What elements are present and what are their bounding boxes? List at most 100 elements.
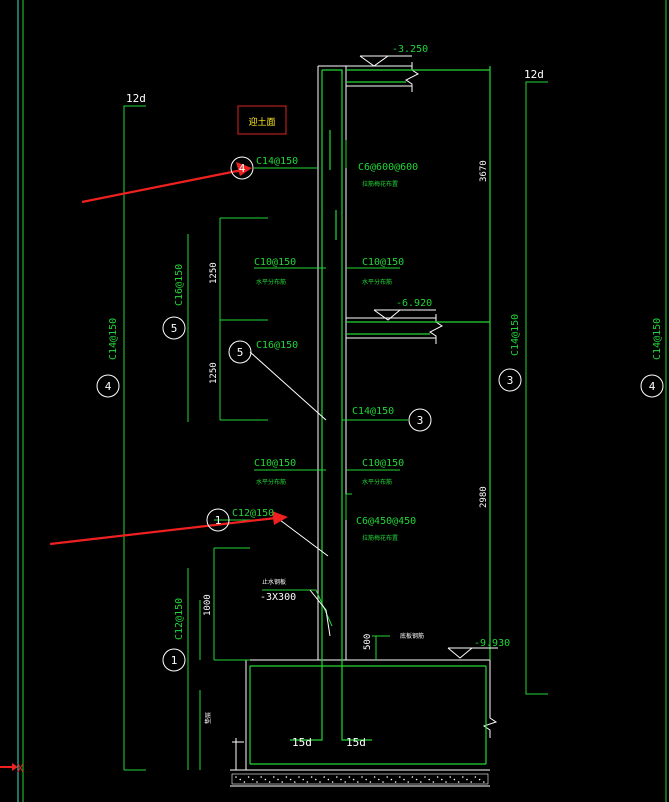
dim-2980: 2980 [479,486,489,508]
gravel-dot [386,776,389,778]
gravel-dot [289,778,292,781]
svg-text:1: 1 [215,514,222,527]
gravel-dot [239,778,241,781]
gravel-dot [382,781,384,783]
wall-rebars [249,66,491,765]
dim-500: 500 [363,634,373,650]
gravel-dot [260,776,263,778]
gravel-dot [411,776,414,778]
red-arrow-bottom [49,511,288,546]
svg-text:1: 1 [171,654,178,667]
gravel-dot [403,778,405,781]
rebar-3-side: C14@150 [510,314,521,356]
svg-text:3: 3 [417,414,424,427]
gravel-dot [277,778,279,781]
cushion-note: 垫层 [204,712,212,724]
elevation-bottom: -9.930 [474,638,510,649]
dist-note-4: 水平分布筋 [362,478,392,486]
steel-plate: -3X300 [260,592,296,603]
elevation-mid: -6.920 [396,298,432,309]
tie-upper-note: 拉筋梅花布置 [362,180,398,188]
svg-text:3: 3 [507,374,514,387]
gravel-dot [340,778,342,781]
concrete-face-label: 迎土面 [248,116,275,128]
gravel-dot [256,781,258,783]
svg-text:5: 5 [237,346,244,359]
gravel-dot [294,781,296,783]
gravel-dot [373,776,376,778]
gravel-dot [420,781,422,783]
gravel-dot [273,776,275,778]
gravel-dot [298,776,300,778]
gravel-dot [361,776,363,778]
bubble-5-mid: 5 [228,340,252,364]
tie-lower-note: 拉筋梅花布置 [362,534,398,542]
axis-x-marker: X [0,762,24,775]
dist-3: C10@150 [254,458,296,469]
gravel-dot [336,776,338,778]
gravel-dot [449,776,452,778]
gravel-dot [306,781,309,783]
gravel-dot [348,776,351,778]
gravel-dot [483,781,485,783]
gravel-dot [478,778,481,781]
anchor-12d-right: 12d [524,68,544,81]
gravel-dot [424,776,426,778]
cushion-dots [235,776,485,783]
rebar-5-mid: C16@150 [256,340,298,351]
svg-text:5: 5 [171,322,178,335]
gravel-dot [457,781,460,783]
break-marks [405,62,498,738]
dist-1: C10@150 [254,257,296,268]
dimension-lines [123,81,548,771]
anchor-15d-left: 15d [292,736,312,749]
dist-note-1: 水平分布筋 [256,278,286,286]
rebar-1-mid: C12@150 [232,508,274,519]
dist-note-3: 水平分布筋 [256,478,286,486]
gravel-dot [285,776,288,778]
bubble-4-top: 4 [230,156,254,180]
bubble-3-mid: 3 [408,408,432,432]
gravel-dot [344,781,347,783]
gravel-dot [436,776,439,778]
rebar-5-side: C16@150 [174,264,185,306]
gravel-dot [462,776,464,778]
gravel-dot [428,778,431,781]
gravel-dot [453,778,456,781]
gravel-dot [315,778,317,781]
tie-lower: C6@450@450 [356,516,416,527]
tie-upper: C6@600@600 [358,162,418,173]
dim-1250-b: 1250 [209,362,219,384]
beam-note: 底板钢筋 [400,632,424,640]
gravel-dot [432,781,435,783]
gravel-dot [365,778,368,781]
rebar-3-mid: C14@150 [352,406,394,417]
gravel-dot [466,778,468,781]
dist-2: C10@150 [362,257,404,268]
svg-text:4: 4 [105,380,112,393]
gravel-dot [394,781,397,783]
bubble-4-right: 4 [640,374,664,398]
anchor-15d-right: 15d [346,736,366,749]
rebar-4-side-left: C14@150 [108,318,119,360]
gravel-dot [264,778,267,781]
axis-x-label: X [17,762,24,775]
gravel-dot [357,781,359,783]
concrete-face-box [237,105,287,135]
svg-text:4: 4 [239,162,246,175]
gravel-dot [352,778,355,781]
gravel-dot [310,776,313,778]
bubble-1-mid: 1 [206,508,230,532]
gravel-dot [268,781,271,783]
bubble-1-left: 1 [162,648,186,672]
wall-outline [230,65,491,787]
rebar-4-side-right: C14@150 [652,318,663,360]
gravel-dot [470,781,473,783]
svg-text:4: 4 [649,380,656,393]
gravel-dot [319,781,321,783]
bubble-5-left: 5 [162,316,186,340]
cushion-hatch [231,773,489,785]
gravel-dot [441,778,443,781]
gravel-dot [474,776,477,778]
plate-note: 止水钢板 [262,578,286,586]
